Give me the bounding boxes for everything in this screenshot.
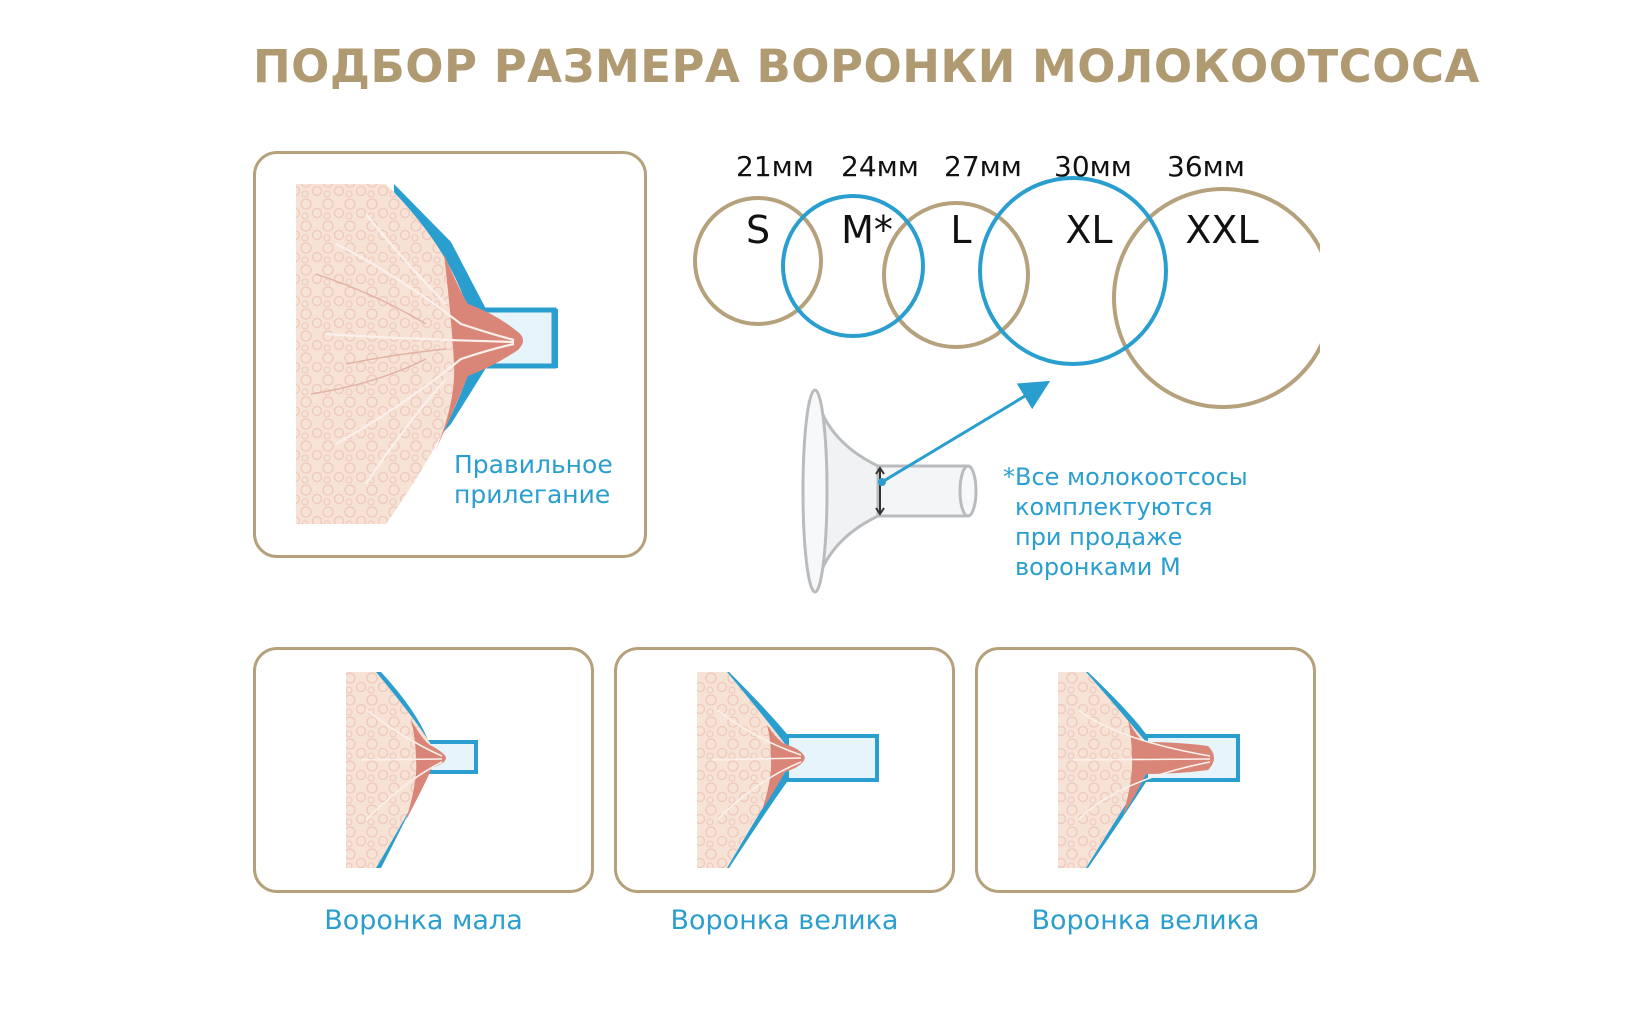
size-label-xxl: XXL (1185, 208, 1258, 252)
size-mm-s: 21мм (736, 150, 814, 183)
size-circle-l (882, 201, 1030, 349)
breast-flange-icon (697, 672, 879, 868)
note-line: *Все молокоотсосы (1003, 463, 1248, 491)
size-mm-m: 24мм (841, 150, 919, 183)
size-circles: 21мм 24мм 27мм 30мм 36мм S M* L XL XXL (693, 150, 1320, 409)
page-title: ПОДБОР РАЗМЕРА ВОРОНКИ МОЛОКООТСОСА (253, 40, 1480, 93)
size-mm-xl: 30мм (1054, 150, 1132, 183)
correct-fit-panel: Правильное прилегание (253, 151, 647, 558)
breast-flange-icon (1058, 672, 1240, 868)
breast-tissue-icon (296, 184, 558, 524)
size-label-s: S (746, 208, 770, 252)
large-flange-panel-2 (975, 647, 1316, 893)
size-label-xl: XL (1065, 208, 1112, 252)
kit-note: *Все молокоотсосы комплектуются при прод… (1003, 462, 1248, 582)
note-line: комплектуются (1015, 493, 1213, 521)
small-flange-caption: Воронка мала (324, 905, 523, 936)
large-flange-caption-1: Воронка велика (670, 905, 899, 936)
breast-flange-icon (346, 672, 478, 868)
large-flange-caption-2: Воронка велика (1031, 905, 1260, 936)
note-line: при продаже (1015, 523, 1183, 551)
caption-line: Правильное (454, 450, 613, 479)
small-flange-panel (253, 647, 594, 893)
size-circle-m (781, 194, 925, 338)
size-circle-xl (978, 176, 1168, 366)
arrow-icon (881, 380, 1051, 484)
size-mm-xxl: 36мм (1167, 150, 1245, 183)
size-circle-xxl (1112, 187, 1320, 409)
size-mm-l: 27мм (944, 150, 1022, 183)
flange-tube-icon (801, 380, 1051, 594)
correct-fit-caption: Правильное прилегание (454, 450, 613, 510)
size-circle-s (693, 196, 823, 326)
size-label-m: M* (841, 208, 893, 252)
caption-line: прилегание (454, 480, 611, 509)
large-flange-panel-1 (614, 647, 955, 893)
note-line: воронками М (1015, 553, 1181, 581)
size-label-l: L (950, 208, 971, 252)
